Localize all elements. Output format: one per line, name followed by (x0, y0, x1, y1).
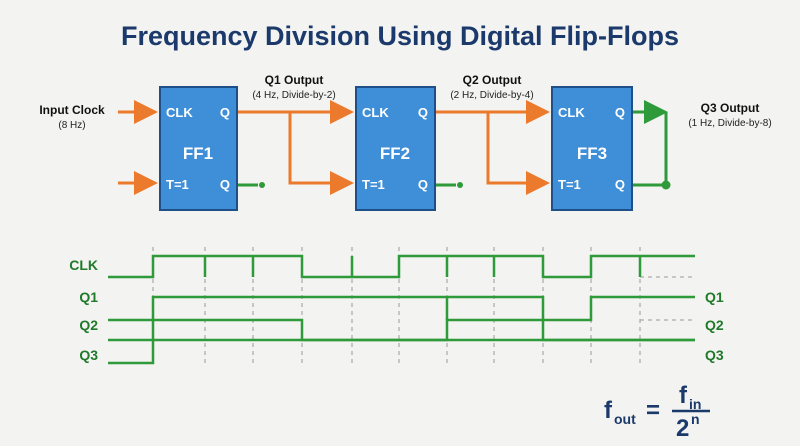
ff3-feedback-wire (632, 112, 668, 187)
q2-output-desc: (2 Hz, Divide-by-4) (450, 90, 533, 101)
ff2-box (355, 86, 436, 211)
flipflop-ff3: CLK Q FF3 T=1 Q (551, 86, 633, 211)
input-clock-label: Input Clock (39, 103, 105, 117)
q1-waveform (108, 295, 695, 322)
ff1-t-pin: T=1 (166, 177, 189, 192)
ff2-clk-pin: CLK (362, 105, 389, 120)
ff3-t-pin: T=1 (558, 177, 581, 192)
q3-waveform (108, 338, 695, 365)
flipflop-ff2: CLK Q FF2 T=1 Q (355, 86, 436, 211)
ff1-q-pin: Q (220, 105, 230, 120)
ff2-qbar-dot (457, 182, 463, 188)
timing-label-q1-right: Q1 (705, 289, 724, 305)
q3-output-desc: (1 Hz, Divide-by-8) (688, 118, 771, 129)
timing-grid (152, 247, 641, 364)
clk-waveform (108, 254, 695, 279)
input-clock-freq: (8 Hz) (58, 120, 85, 131)
ff3-junction-dot (661, 180, 671, 190)
ff2-q-pin: Q (418, 105, 428, 120)
ff1-clk-pin: CLK (166, 105, 193, 120)
ff2-t-pin: T=1 (362, 177, 385, 192)
q1-output-label: Q1 Output (265, 73, 324, 87)
formula-numerator-subscript: in (689, 396, 701, 412)
ff3-q-pin: Q (615, 105, 625, 120)
formula-denominator-superscript: n (691, 411, 700, 427)
orange-wires (118, 100, 550, 195)
ff2-name: FF2 (380, 144, 410, 163)
q1-output-desc: (4 Hz, Divide-by-2) (252, 90, 335, 101)
timing-baselines (640, 276, 695, 341)
ff1-qbar-dot (259, 182, 265, 188)
waveforms (108, 254, 695, 365)
timing-label-q2-right: Q2 (705, 317, 724, 333)
q2-to-ff3-t-wire (486, 112, 550, 195)
timing-label-q1-left: Q1 (79, 289, 98, 305)
formula-equals: = (646, 397, 660, 424)
ff3-clk-pin: CLK (558, 105, 585, 120)
ff1-box (159, 86, 238, 211)
q1-to-ff2-t-wire (288, 112, 354, 195)
ff3-box (551, 86, 633, 211)
timing-label-q3-right: Q3 (705, 347, 724, 363)
formula-numerator: f (679, 382, 688, 409)
ff2-qbar-pin: Q (418, 177, 428, 192)
ff3-name: FF3 (577, 144, 607, 163)
timing-label-q3-left: Q3 (79, 347, 98, 363)
timing-label-clk: CLK (69, 257, 98, 273)
ff1-name: FF1 (183, 144, 213, 163)
formula-denominator: 2 (676, 415, 689, 442)
formula-lhs-subscript: out (614, 411, 636, 427)
ff1-qbar-pin: Q (220, 177, 230, 192)
q3-output-label: Q3 Output (701, 101, 760, 115)
timing-label-q2-left: Q2 (79, 317, 98, 333)
page-title: Frequency Division Using Digital Flip-Fl… (121, 21, 679, 51)
frequency-formula: f out = f in 2 n (604, 382, 710, 442)
ff3-qbar-pin: Q (615, 177, 625, 192)
formula-lhs: f (604, 397, 613, 424)
q2-waveform (108, 318, 695, 342)
q2-output-label: Q2 Output (463, 73, 522, 87)
flipflop-ff1: CLK Q FF1 T=1 Q (159, 86, 238, 211)
